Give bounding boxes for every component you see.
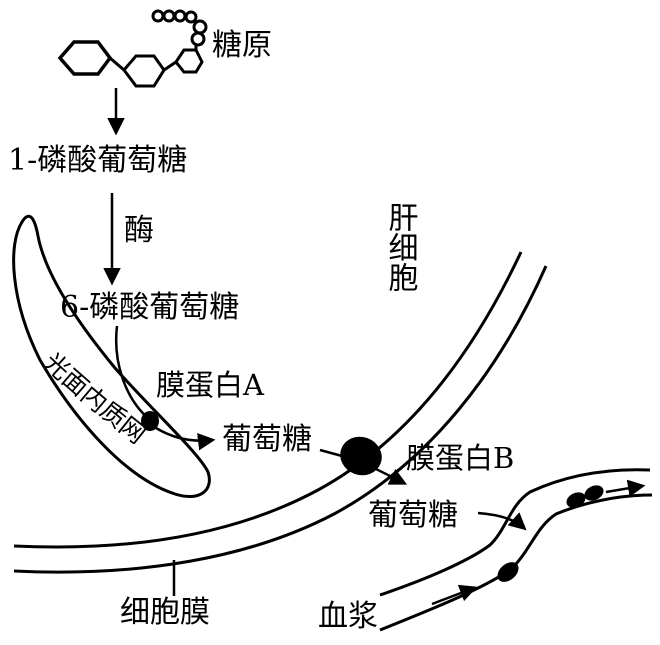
label-liver-cell: 肝细胞 xyxy=(383,202,419,292)
label-g1p: 1-磷酸葡萄糖 xyxy=(8,143,187,178)
label-g6p: 6-磷酸葡萄糖 xyxy=(60,290,239,325)
blood-vessel-shape xyxy=(379,468,653,632)
arrow-protein-b-to-glucose xyxy=(375,467,408,485)
membrane-protein-a-shape xyxy=(141,411,159,431)
label-cell-membrane: 细胞膜 xyxy=(120,595,210,630)
flow-arrow-upper xyxy=(605,479,646,497)
cell-membrane-shape xyxy=(13,251,548,574)
blood-cells-icon xyxy=(497,485,604,582)
connector-g6p-to-protein-a xyxy=(115,325,151,421)
label-membrane-protein-b: 膜蛋白B xyxy=(406,441,514,475)
label-glucose-2: 葡萄糖 xyxy=(368,498,458,533)
glycogen-chain-icon xyxy=(57,9,208,88)
connector-glucose-to-protein-b xyxy=(319,448,343,458)
arrow-glucose-into-blood xyxy=(477,511,527,531)
label-glycogen: 糖原 xyxy=(212,28,272,63)
label-membrane-protein-a: 膜蛋白A xyxy=(156,368,265,402)
label-plasma: 血浆 xyxy=(318,599,378,634)
label-glucose-1: 葡萄糖 xyxy=(222,422,312,457)
label-enzyme: 酶 xyxy=(124,213,154,248)
arrow-protein-a-to-glucose xyxy=(155,426,216,451)
membrane-protein-b-shape xyxy=(340,436,382,476)
smooth-er-organelle xyxy=(12,214,211,498)
flow-arrow-lower xyxy=(431,584,478,606)
